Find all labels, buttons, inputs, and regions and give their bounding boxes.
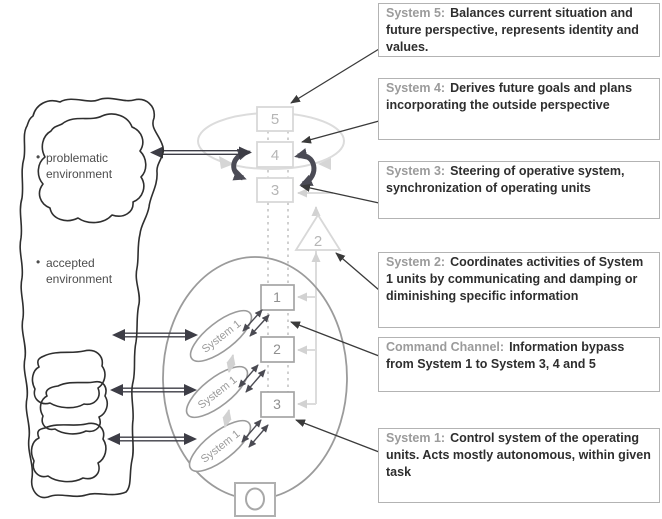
leader-line-command-channel xyxy=(290,321,380,357)
callout-command-channel-text: Information bypass from System 1 to Syst… xyxy=(386,340,625,371)
operations-circle-icon xyxy=(245,487,265,511)
operation-box-3 xyxy=(260,391,295,418)
callout-system5-label: System 5: xyxy=(386,6,446,20)
environment-labels: • problematic environment • accepted env… xyxy=(36,150,113,286)
leader-line-system2 xyxy=(335,252,380,291)
callout-system1-text: Control system of the operating units. A… xyxy=(386,431,651,479)
accepted-environment-label-line2: environment xyxy=(46,272,113,286)
homeostat-arrow-right xyxy=(294,148,317,187)
system2-triangle xyxy=(294,213,342,251)
problematic-environment-label-line1: problematic xyxy=(46,151,108,165)
callout-system5-text: Balances current situation and future pe… xyxy=(386,6,639,54)
unit-link-arrows xyxy=(222,354,236,428)
callout-system2: System 2:Coordinates activities of Syste… xyxy=(378,252,660,328)
system3-box-number: 3 xyxy=(271,182,279,199)
operation-box-2 xyxy=(260,336,295,363)
metasystem-boxes: 5 4 3 xyxy=(256,106,294,203)
callout-leader-lines xyxy=(290,48,380,453)
system3-box xyxy=(256,177,294,203)
operation-box-1-number: 1 xyxy=(273,289,281,305)
callout-system3-text: Steering of operative system, synchroniz… xyxy=(386,164,625,195)
accepted-environment-label-line1: accepted xyxy=(46,256,95,270)
loop-arrowhead-right-icon xyxy=(318,158,331,170)
callout-system1: System 1:Control system of the operating… xyxy=(378,428,660,503)
accepted-environment-blob-2 xyxy=(39,380,108,435)
operation-box-3-number: 3 xyxy=(273,396,281,412)
problematic-environment-label-line2: environment xyxy=(46,167,113,181)
callout-system5: System 5:Balances current situation and … xyxy=(378,3,660,57)
leader-line-system1 xyxy=(295,419,380,453)
system2-triangle-number: 2 xyxy=(314,233,322,250)
environment-channel-arrows xyxy=(107,146,252,445)
callout-system2-text: Coordinates activities of System 1 units… xyxy=(386,255,644,303)
env-arrow-unit3 xyxy=(107,433,197,445)
callout-system3-label: System 3: xyxy=(386,164,446,178)
callout-system4-text: Derives future goals and plans incorpora… xyxy=(386,81,633,112)
leader-line-system4 xyxy=(301,120,380,144)
callout-command-channel: Command Channel:Information bypass from … xyxy=(378,337,660,392)
environment-outer-blob xyxy=(19,97,164,499)
accepted-environment-blob-1 xyxy=(31,349,106,409)
callout-system4-label: System 4: xyxy=(386,81,446,95)
problematic-environment-blob xyxy=(37,113,147,224)
operation-box-2-number: 2 xyxy=(273,341,281,357)
system5-box-number: 5 xyxy=(271,111,279,128)
loop-arrowhead-left-icon xyxy=(219,156,234,169)
env-arrow-system4 xyxy=(150,146,252,159)
environment-blobs xyxy=(19,97,164,499)
system1-unit-3: System 1 xyxy=(188,419,252,473)
leader-line-system3 xyxy=(300,184,380,204)
system5-box xyxy=(256,106,294,132)
accepted-bullet-icon: • xyxy=(36,255,40,269)
unit-to-box-arrows xyxy=(238,309,270,448)
callout-command-channel-label: Command Channel: xyxy=(386,340,505,354)
system4-box xyxy=(256,141,294,168)
accepted-environment-blob-3 xyxy=(30,422,107,483)
callout-system4: System 4:Derives future goals and plans … xyxy=(378,78,660,140)
env-arrow-unit2 xyxy=(110,384,197,396)
coordination-lines xyxy=(297,188,333,409)
command-channel-dotted-lines xyxy=(267,131,289,404)
problematic-bullet-icon: • xyxy=(36,150,40,164)
operation-boxes: 1 2 3 xyxy=(260,284,295,418)
system4-box-number: 4 xyxy=(271,147,279,164)
callout-system3: System 3:Steering of operative system, s… xyxy=(378,161,660,219)
callout-system2-label: System 2: xyxy=(386,255,446,269)
env-arrow-unit1 xyxy=(112,329,198,341)
operations-symbol-box xyxy=(234,482,276,517)
callout-system1-label: System 1: xyxy=(386,431,446,445)
operation-box-1 xyxy=(260,284,295,311)
leader-line-system5 xyxy=(290,48,380,104)
system1-unit-ellipses: System 1 System 1 System 1 xyxy=(185,309,253,473)
